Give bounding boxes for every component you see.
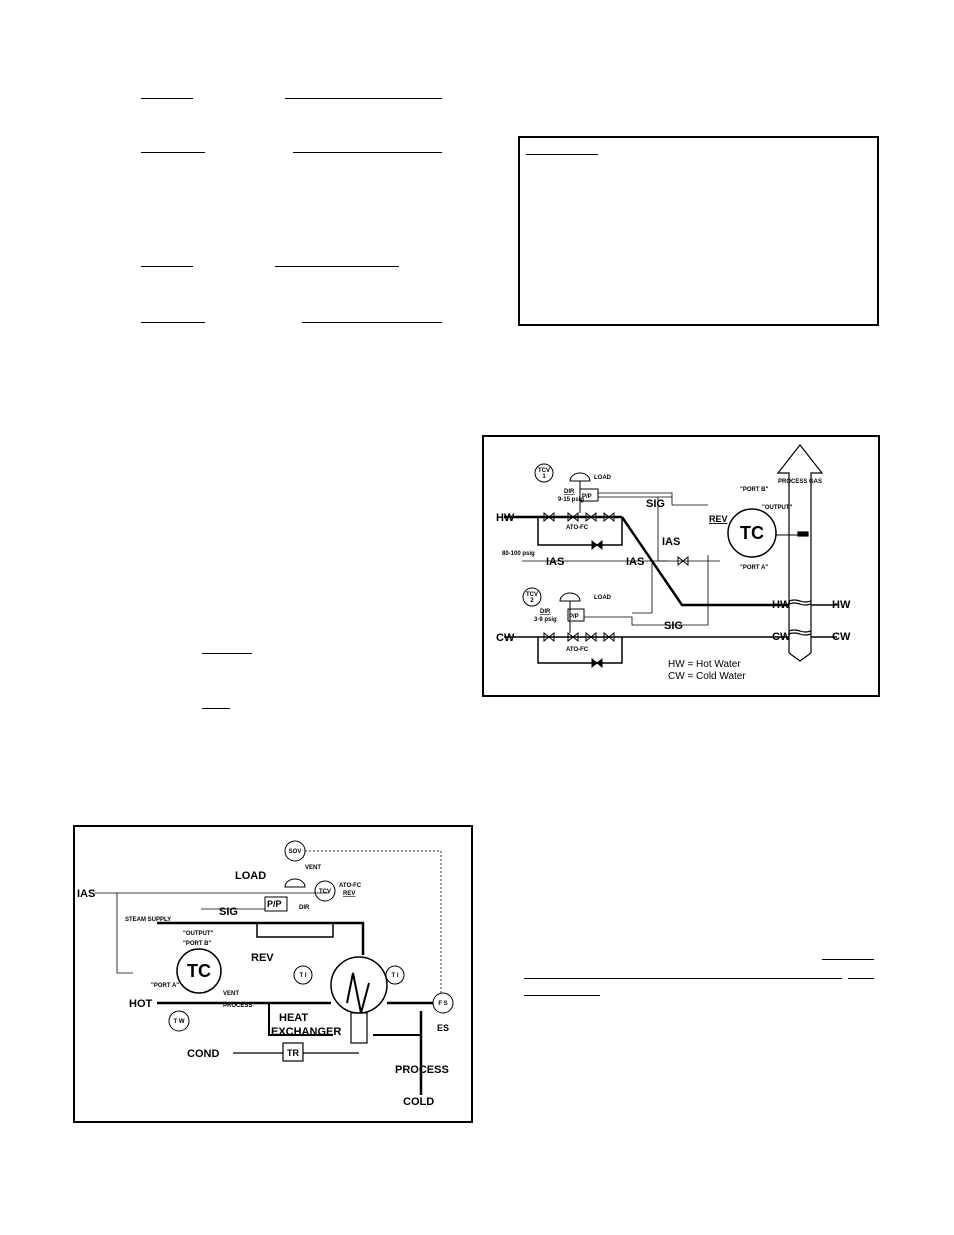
- ti2-label: T I: [392, 973, 399, 979]
- cw-in-label: CW: [496, 632, 515, 644]
- blank-line: [524, 995, 600, 996]
- hw-out-label: HW: [832, 599, 851, 611]
- exchanger-label: EXCHANGER: [271, 1026, 341, 1038]
- port-a-label: "PORT A": [151, 983, 179, 989]
- ias-left-label: IAS: [546, 556, 564, 568]
- tcv1-label: TCV: [538, 468, 550, 474]
- dir-label: DIR: [299, 905, 310, 911]
- figure-temperature-control-hw-cw: PROCESS GAS TC REV "PORT B" "OUTPUT" "PO…: [482, 435, 880, 697]
- ato-fc-1-label: ATO-FC: [566, 525, 589, 531]
- blank-line: [141, 152, 205, 153]
- figure-heat-exchanger-control: IAS SOV VENT LOAD TCV ATO-FC REV STEAM S…: [73, 825, 473, 1123]
- blank-line: [302, 322, 442, 323]
- dir1-label: DIR: [564, 489, 575, 495]
- supply-label: 80-100 psig: [502, 551, 535, 557]
- load1-label: LOAD: [594, 475, 612, 481]
- rev-small-label: REV: [343, 891, 355, 897]
- vent2-label: VENT: [223, 991, 239, 997]
- psi2-label: 3-9 psig: [534, 617, 557, 623]
- dir2-label: DIR: [540, 609, 551, 615]
- output-label: "OUTPUT": [183, 931, 214, 937]
- load-label: LOAD: [235, 870, 266, 882]
- blank-line: [526, 154, 598, 155]
- cw-valves: [543, 631, 615, 669]
- blank-line: [141, 322, 205, 323]
- tc-label: TC: [740, 523, 764, 543]
- blank-line: [202, 708, 230, 709]
- steam-supply-label: STEAM SUPPLY: [125, 917, 171, 923]
- load2-label: LOAD: [594, 595, 612, 601]
- rev-label: REV: [251, 952, 274, 964]
- tcv2-label: TCV: [526, 592, 538, 598]
- heat-label: HEAT: [279, 1012, 308, 1024]
- process-gas-label: PROCESS GAS: [778, 479, 822, 485]
- blank-line: [524, 978, 842, 979]
- pp2-label: P/P: [569, 614, 579, 620]
- es-label: ES: [437, 1023, 449, 1033]
- blank-line: [293, 152, 442, 153]
- legend-hw: HW = Hot Water: [668, 659, 741, 670]
- port-b-label: "PORT B": [183, 941, 212, 947]
- blank-line: [141, 98, 193, 99]
- ias-label: IAS: [77, 888, 95, 900]
- process-small-label: PROCESS: [223, 1003, 252, 1009]
- vent1-label: VENT: [305, 865, 321, 871]
- hw-mid-label: HW: [772, 599, 791, 611]
- sig-label: SIG: [219, 906, 238, 918]
- tcv-label: TCV: [319, 889, 331, 895]
- ti1-label: T I: [300, 973, 307, 979]
- heat-exchanger: [330, 956, 388, 1044]
- blank-line: [822, 959, 874, 960]
- output-label: "OUTPUT": [762, 505, 793, 511]
- answer-box: [518, 136, 879, 326]
- cold-label: COLD: [403, 1096, 434, 1108]
- blank-line: [275, 266, 399, 267]
- ias-vertical-label: IAS: [662, 536, 680, 548]
- tc-controller: TC: [727, 508, 777, 558]
- process-gas-column: [776, 444, 824, 662]
- ato-fc-label: ATO-FC: [339, 883, 362, 889]
- hw-line: [504, 515, 837, 607]
- cw-out-label: CW: [832, 631, 851, 643]
- blank-line: [285, 98, 442, 99]
- psi1-label: 9-15 psig: [558, 497, 584, 503]
- sig2-label: SIG: [664, 620, 683, 632]
- ato-fc-2-label: ATO-FC: [566, 647, 589, 653]
- port-b-label: "PORT B": [740, 487, 769, 493]
- tc-label: TC: [187, 961, 211, 981]
- hw-in-label: HW: [496, 512, 515, 524]
- steam-line: [157, 921, 365, 955]
- pp-label: P/P: [267, 899, 282, 909]
- tr-label: TR: [287, 1048, 299, 1058]
- ias-right-label: IAS: [626, 556, 644, 568]
- blank-line: [202, 653, 252, 654]
- blank-line: [848, 978, 874, 979]
- pp1-label: P/P: [582, 494, 592, 500]
- sig1-label: SIG: [646, 498, 665, 510]
- process-line: [157, 1001, 433, 1055]
- rev-label: REV: [709, 514, 728, 524]
- port-a-label: "PORT A": [740, 565, 768, 571]
- tw-label: T W: [174, 1019, 185, 1025]
- cw-line: [504, 636, 837, 664]
- cond-label: COND: [187, 1048, 219, 1060]
- hot-label: HOT: [129, 998, 153, 1010]
- fs-label: F S: [438, 1001, 447, 1007]
- blank-line: [141, 266, 193, 267]
- tcv1-num: 1: [542, 474, 546, 480]
- legend-cw: CW = Cold Water: [668, 671, 746, 682]
- hw-valves: [543, 511, 615, 551]
- tcv2-num: 2: [530, 598, 534, 604]
- cw-mid-label: CW: [772, 631, 791, 643]
- sov-label: SOV: [289, 849, 302, 855]
